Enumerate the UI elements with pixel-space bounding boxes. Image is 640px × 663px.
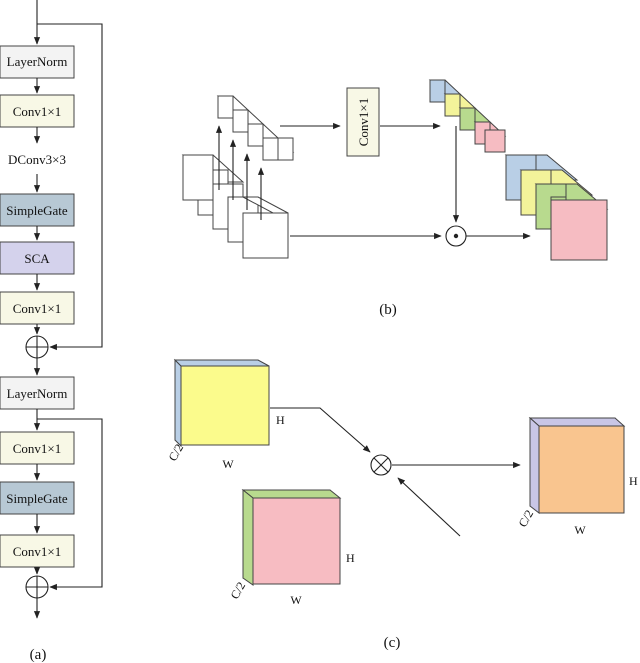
conv-label: Conv1×1 xyxy=(356,98,371,147)
block-layernorm-1: LayerNorm xyxy=(0,45,75,79)
pooling-arrows xyxy=(215,125,265,220)
block-sca: SCA xyxy=(0,241,75,275)
conv1x1-box: Conv1×1 xyxy=(346,87,380,157)
block-label: Conv1×1 xyxy=(13,544,62,559)
panel-a: LayerNorm Conv1×1 DConv3×3 SimpleGate SC… xyxy=(0,0,103,663)
block-label: LayerNorm xyxy=(7,54,68,69)
block-conv1x1-3: Conv1×1 xyxy=(0,431,75,465)
channel-label: C/2 xyxy=(227,579,248,601)
block-label: LayerNorm xyxy=(7,386,68,401)
height-label: H xyxy=(629,474,638,488)
block-layernorm-2: LayerNorm xyxy=(0,376,75,410)
add-operator-1 xyxy=(25,335,49,359)
residual-connection-2 xyxy=(37,418,103,591)
block-conv1x1-4: Conv1×1 xyxy=(0,534,75,568)
caption-b: (b) xyxy=(379,302,397,318)
height-label: H xyxy=(346,551,355,565)
attention-vector xyxy=(428,79,507,153)
multiply-operator xyxy=(445,225,467,247)
pooled-feature-vector xyxy=(216,95,295,161)
panel-c: H W C/2 H W C/2 H W C xyxy=(165,358,638,651)
add-operator-2 xyxy=(25,575,49,599)
caption-a: (a) xyxy=(30,647,47,663)
width-label: W xyxy=(222,457,234,471)
width-label: W xyxy=(574,523,586,537)
block-conv1x1-1: Conv1×1 xyxy=(0,94,75,128)
block-conv1x1-2: Conv1×1 xyxy=(0,291,75,325)
block-simplegate-2: SimpleGate xyxy=(0,481,75,515)
block-label: DConv3×3 xyxy=(8,152,66,167)
block-label: SCA xyxy=(24,251,50,266)
caption-c: (c) xyxy=(384,635,401,651)
residual-connection-1 xyxy=(37,23,103,351)
block-label: Conv1×1 xyxy=(13,301,62,316)
block-label: Conv1×1 xyxy=(13,104,62,119)
block-label: SimpleGate xyxy=(6,491,68,506)
block-label: SimpleGate xyxy=(6,203,68,218)
channel-label: C/2 xyxy=(515,507,536,529)
input-feature-map xyxy=(181,154,289,259)
block-dconv3x3: DConv3×3 xyxy=(0,145,74,173)
elementwise-multiply-operator xyxy=(370,454,392,476)
width-label: W xyxy=(290,593,302,607)
panel-b: Conv1×1 xyxy=(181,79,609,318)
block-simplegate-1: SimpleGate xyxy=(0,193,75,227)
output-feature-map xyxy=(504,154,609,261)
flow-arrow xyxy=(270,407,371,453)
block-label: Conv1×1 xyxy=(13,441,62,456)
gated-output xyxy=(528,416,626,515)
height-label: H xyxy=(276,413,285,427)
flow-arrow xyxy=(397,477,461,537)
feature-half-2 xyxy=(241,488,342,586)
feature-half-1 xyxy=(173,358,270,448)
